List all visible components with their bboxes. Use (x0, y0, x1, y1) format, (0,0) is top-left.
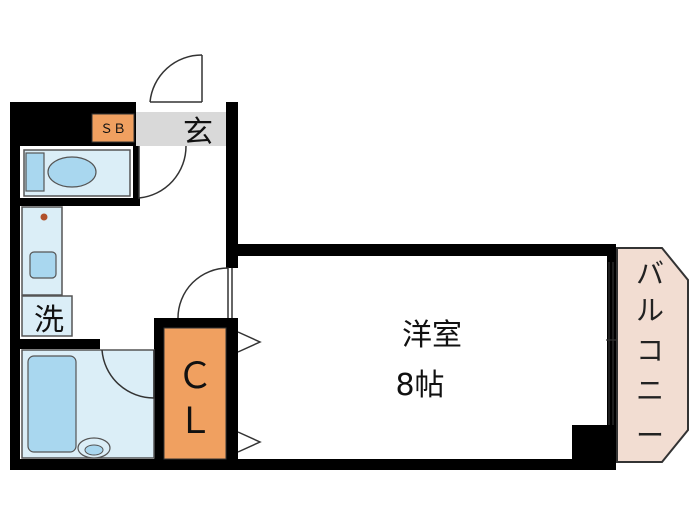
balcony-char-5: ー (636, 419, 664, 452)
washer-label: 洗 (34, 303, 64, 338)
balcony-char-2: ル (636, 294, 664, 327)
balcony-char-1: バ (636, 257, 664, 290)
balcony-char-3: コ (636, 334, 664, 367)
toilet-room (20, 145, 187, 199)
balcony: バ ル コ ニ ー (616, 247, 689, 463)
main-room-label: 洋室 (402, 318, 462, 353)
closet: Ｃ Ｌ (163, 327, 227, 460)
main-room-doors (231, 268, 262, 453)
entrance-label: 玄 (183, 115, 213, 150)
corridor-door (177, 267, 229, 319)
washer-space: 洗 (21, 295, 73, 338)
bathroom (21, 349, 155, 459)
kitchen (21, 206, 63, 296)
main-room-size: 8帖 (395, 368, 444, 403)
entrance-floor (135, 112, 227, 146)
front-door (149, 54, 203, 103)
balcony-window (606, 262, 616, 425)
closet-label-c: Ｃ (177, 356, 213, 397)
shoe-box: ＳＢ (91, 113, 135, 143)
walls (10, 102, 616, 470)
closet-label-l: Ｌ (177, 401, 213, 442)
shoe-box-label: ＳＢ (100, 122, 126, 137)
main-room-floor (238, 254, 608, 459)
balcony-char-4: ニ (636, 374, 664, 407)
